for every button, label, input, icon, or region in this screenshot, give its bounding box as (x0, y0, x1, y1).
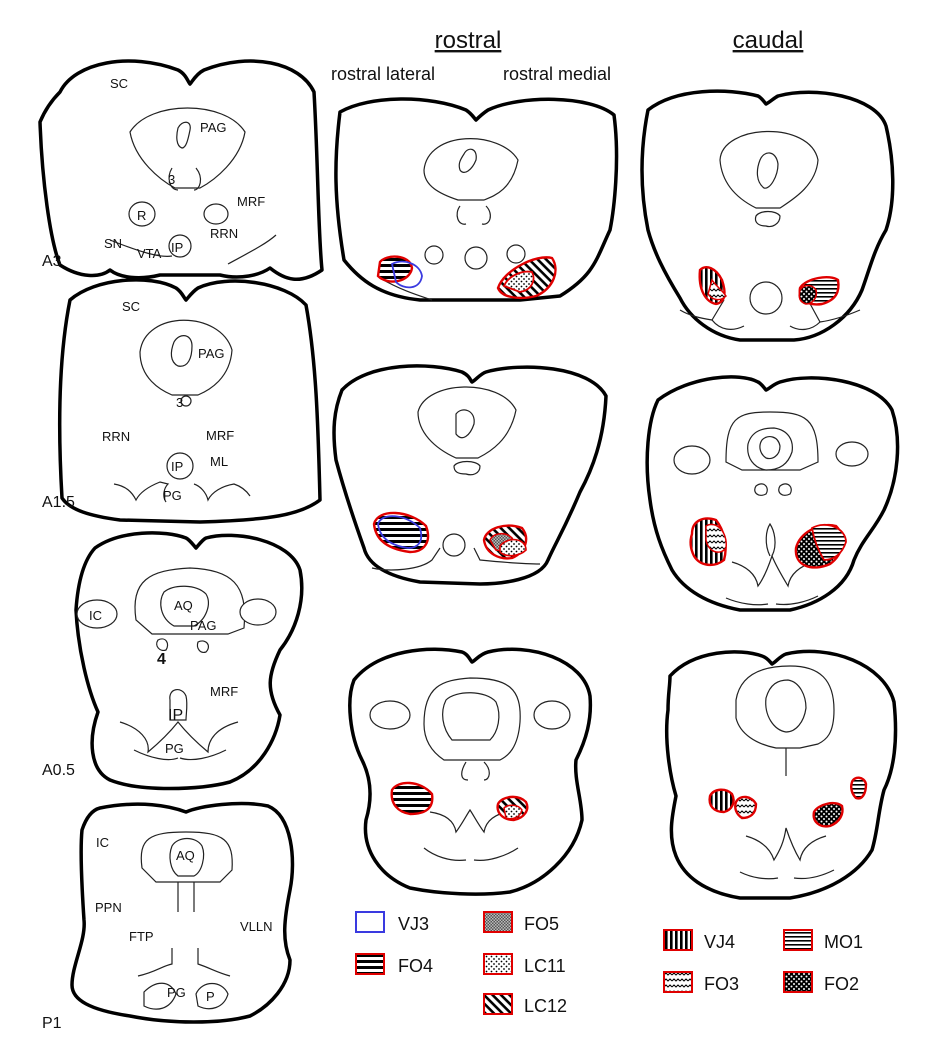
rostral-header: rostral (435, 27, 502, 54)
section-a15: SC PAG 3 RRN MRF IP ML PG A1.5 (42, 278, 322, 524)
a05-n4-label: 4 (157, 651, 166, 668)
a05-pag-label: PAG (190, 618, 217, 633)
a3-n3-label: 3 (168, 172, 175, 187)
a15-pag-label: PAG (198, 346, 225, 361)
a3-r-label: R (137, 208, 146, 223)
a3-pag-label: PAG (200, 120, 227, 135)
a05-pg-label: PG (165, 741, 184, 756)
legend-fo2-label: FO2 (824, 974, 859, 994)
legend-mo1-swatch (783, 929, 813, 951)
a15-n3-label: 3 (176, 395, 183, 410)
legend-lc12-label: LC12 (524, 996, 567, 1016)
section-a3: SC PAG 3 MRF R RRN SN VTA IP A3 (38, 59, 324, 281)
legend-caudal: VJ4 FO3 MO1 FO2 (663, 929, 863, 994)
a3-sn-label: SN (104, 236, 122, 251)
legend-fo3-swatch (663, 971, 693, 993)
level-a15-label: A1.5 (42, 494, 75, 511)
rostral-medial-subheader: rostral medial (503, 64, 611, 84)
caudal-header: caudal (733, 27, 804, 54)
legend-fo5-label: FO5 (524, 914, 559, 934)
legend-fo2-swatch (783, 971, 813, 993)
rostral-section-3 (348, 647, 593, 896)
rostral-lateral-subheader: rostral lateral (331, 64, 435, 84)
p1-ic-label: IC (96, 835, 109, 850)
a3-rrn-label: RRN (210, 226, 238, 241)
legend-vj3-label: VJ3 (398, 914, 429, 934)
legend-lc12-swatch (483, 993, 513, 1015)
legend-vj4-label: VJ4 (704, 932, 735, 952)
caudal-section-1 (640, 89, 895, 342)
p1-aq-label: AQ (176, 848, 195, 863)
legend-lc11-label: LC11 (524, 956, 566, 976)
a05-mrf-label: MRF (210, 684, 238, 699)
a05-ip-label: IP (168, 707, 183, 724)
a15-ip-label: IP (171, 459, 183, 474)
a15-rrn-label: RRN (102, 429, 130, 444)
level-a3-label: A3 (42, 253, 62, 270)
p1-ftp-label: FTP (129, 929, 154, 944)
legend-rostral: VJ3 FO4 FO5 LC11 LC12 (355, 911, 567, 1016)
p1-pg-label: PG (167, 985, 186, 1000)
section-p1: IC AQ PPN FTP VLLN PG P P1 (42, 801, 295, 1032)
legend-fo4-swatch (355, 953, 385, 975)
a15-sc-label: SC (122, 299, 140, 314)
legend-lc11-swatch (483, 953, 513, 975)
legend-fo4-label: FO4 (398, 956, 433, 976)
a15-ml-label: ML (210, 454, 228, 469)
caudal-section-2 (645, 375, 900, 612)
p1-p-label: P (206, 989, 215, 1004)
legend-vj4-swatch (663, 929, 693, 951)
a3-sc-label: SC (110, 76, 128, 91)
p1-ppn-label: PPN (95, 900, 122, 915)
level-p1-label: P1 (42, 1015, 62, 1032)
a05-ic-label: IC (89, 608, 102, 623)
legend-vj3-swatch (355, 911, 385, 933)
a3-ip-label: IP (171, 240, 183, 255)
a3-vta-label: VTA (137, 246, 162, 261)
caudal-section-3 (664, 649, 898, 900)
a05-aq-label: AQ (174, 598, 193, 613)
rostral-section-2 (332, 364, 608, 586)
legend-fo5-swatch (483, 911, 513, 933)
legend-mo1-label: MO1 (824, 932, 863, 952)
rostral-section-1 (334, 97, 619, 302)
a15-pg-label: PG (163, 488, 182, 503)
section-a05: IC AQ PAG 4 MRF IP PG A0.5 (42, 531, 304, 791)
p1-vlln-label: VLLN (240, 919, 273, 934)
legend-fo3-label: FO3 (704, 974, 739, 994)
a3-mrf-label: MRF (237, 194, 265, 209)
a15-mrf-label: MRF (206, 428, 234, 443)
level-a05-label: A0.5 (42, 762, 75, 779)
